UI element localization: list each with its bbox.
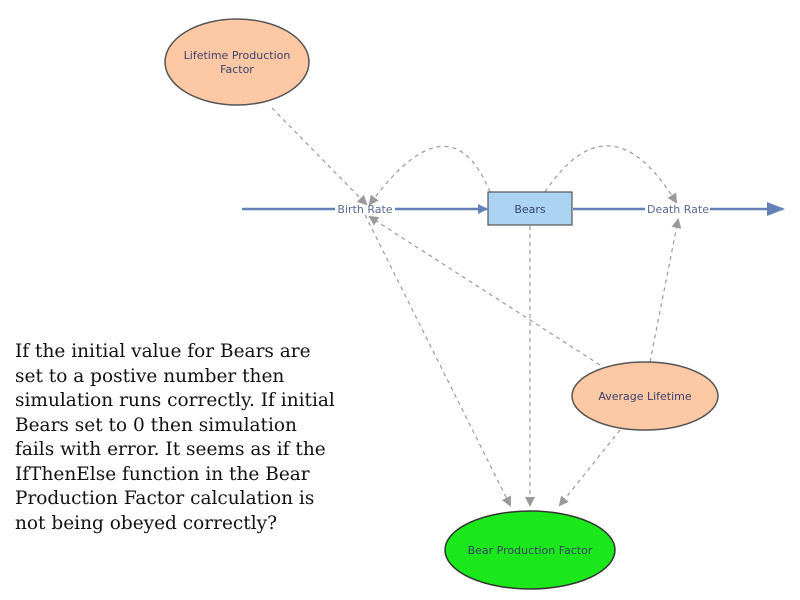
average-lifetime-node[interactable]: Average Lifetime [571, 361, 719, 431]
lifetime-production-factor-ellipse [164, 18, 310, 106]
bears-label: Bears [514, 203, 546, 216]
link-avglife-to-deathrate [649, 218, 682, 363]
lifetime-production-factor-label-line1: Lifetime Production [184, 49, 291, 62]
bears-stock-box [487, 191, 573, 226]
link-bears-to-deathrate [544, 145, 678, 204]
flows: Birth Rate Death Rate [242, 202, 785, 216]
bear-production-factor-ellipse [444, 510, 616, 590]
average-lifetime-ellipse [571, 361, 719, 431]
link-lifetime-to-birthrate [271, 107, 368, 206]
bear-production-factor-label: Bear Production Factor [468, 544, 593, 557]
link-avglife-to-bpf [558, 429, 621, 507]
links [271, 107, 682, 507]
bears-stock-node[interactable]: Bears [487, 191, 573, 226]
birth-rate-label[interactable]: Birth Rate [337, 203, 392, 216]
note-text: If the initial value for Bears are set t… [15, 341, 335, 534]
lifetime-production-factor-node[interactable]: Lifetime Production Factor [164, 18, 310, 106]
average-lifetime-label: Average Lifetime [598, 390, 692, 403]
link-birthrate-to-bpf [364, 214, 511, 507]
link-bears-to-birthrate [368, 145, 491, 206]
link-avglife-to-birthrate [368, 215, 601, 366]
lifetime-production-factor-label-line2: Factor [220, 63, 254, 76]
death-rate-label[interactable]: Death Rate [647, 203, 709, 216]
bear-production-factor-node[interactable]: Bear Production Factor [444, 510, 616, 590]
